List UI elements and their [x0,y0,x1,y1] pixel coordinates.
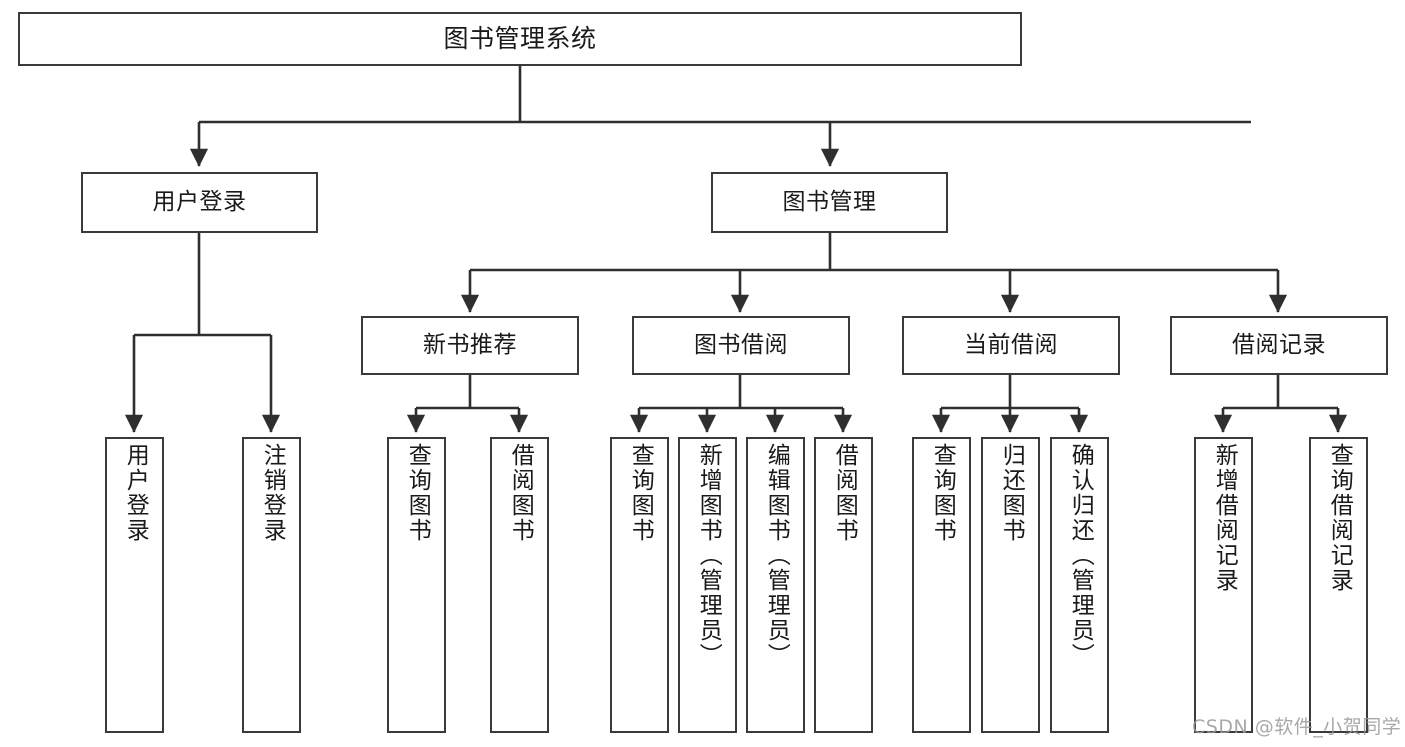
leaf-current-borrow-confirm-return-admin[interactable]: 确认归还（管理员） [1050,437,1109,733]
node-label: 新增图书（管理员） [695,443,722,668]
leaf-current-borrow-return-book[interactable]: 归还图书 [981,437,1040,733]
node-label: 注销登录 [259,443,286,543]
leaf-book-borrow-borrow-book[interactable]: 借阅图书 [814,437,873,733]
leaf-borrow-record-query-record[interactable]: 查询借阅记录 [1309,437,1368,733]
node-label: 图书管理系统 [443,24,597,54]
node-label: 借阅图书 [831,443,858,543]
node-label: 确认归还（管理员） [1067,443,1094,668]
node-label: 用户登录 [122,443,149,543]
node-label: 新书推荐 [423,331,517,358]
node-label: 新增借阅记录 [1211,443,1238,593]
node-label: 用户登录 [152,188,247,215]
node-label: 查询借阅记录 [1326,443,1353,593]
leaf-book-borrow-query-book[interactable]: 查询图书 [610,437,669,733]
node-label: 查询图书 [404,443,431,543]
leaf-borrow-record-add-record[interactable]: 新增借阅记录 [1194,437,1253,733]
node-new-book-recommend[interactable]: 新书推荐 [361,316,579,375]
node-book-management[interactable]: 图书管理 [711,172,948,233]
node-label: 借阅记录 [1232,331,1326,358]
leaf-current-borrow-query-book[interactable]: 查询图书 [912,437,971,733]
leaf-new-book-borrow-book[interactable]: 借阅图书 [490,437,549,733]
node-book-borrow[interactable]: 图书借阅 [632,316,850,375]
node-root-book-management-system[interactable]: 图书管理系统 [18,12,1022,66]
node-label: 借阅图书 [507,443,534,543]
leaf-new-book-query-book[interactable]: 查询图书 [387,437,446,733]
node-label: 编辑图书（管理员） [763,443,790,668]
leaf-user-login-logout[interactable]: 注销登录 [242,437,301,733]
leaf-book-borrow-edit-book-admin[interactable]: 编辑图书（管理员） [746,437,805,733]
node-label: 归还图书 [998,443,1025,543]
node-label: 图书管理 [782,188,877,215]
node-current-borrow[interactable]: 当前借阅 [902,316,1120,375]
csdn-watermark: CSDN @软件_小贺同学 [1192,716,1402,738]
leaf-book-borrow-add-book-admin[interactable]: 新增图书（管理员） [678,437,737,733]
node-label: 查询图书 [929,443,956,543]
node-label: 图书借阅 [694,331,788,358]
node-label: 当前借阅 [964,331,1058,358]
leaf-user-login-login[interactable]: 用户登录 [105,437,164,733]
node-borrow-record[interactable]: 借阅记录 [1170,316,1388,375]
node-label: 查询图书 [627,443,654,543]
node-user-login[interactable]: 用户登录 [81,172,318,233]
